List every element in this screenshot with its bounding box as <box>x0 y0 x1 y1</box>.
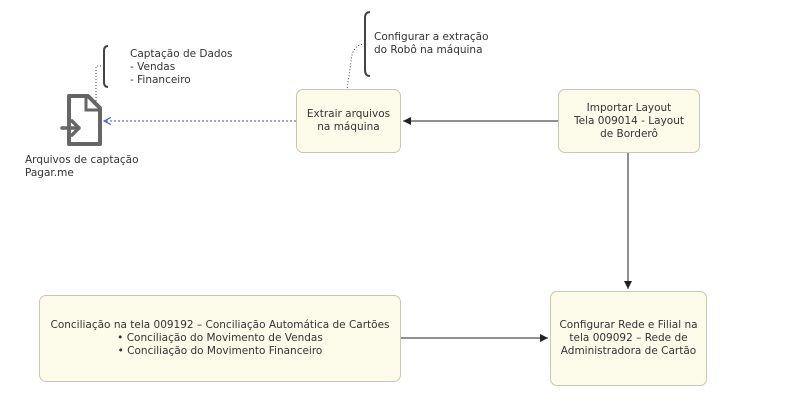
node-import-layout-line-1: Importar Layout <box>586 101 672 114</box>
file-icon-caption: Arquivos de captação Pagar.me <box>25 154 139 180</box>
node-import-layout[interactable]: Importar Layout Tela 009014 - Layout de … <box>558 89 700 153</box>
node-configure-network-line-3: Administradora de Cartão <box>560 345 697 357</box>
node-reconciliation-line-3: • Conciliação do Movimento Financeiro <box>117 345 323 357</box>
node-extract-files-line-2: na máquina <box>317 121 380 133</box>
node-configure-network-line-2: tela 009092 – Rede de <box>569 332 688 344</box>
note-robot-config-line-1: Configurar a extração <box>374 31 489 43</box>
node-reconciliation-line-2: • Conciliação do Movimento de Vendas <box>117 332 323 344</box>
node-extract-files[interactable]: Extrair arquivos na máquina <box>296 89 401 153</box>
capture-note-bracket <box>103 45 109 88</box>
file-icon-caption-line-1: Arquivos de captação <box>25 154 139 166</box>
note-robot-config: Configurar a extração do Robô na máquina <box>374 31 489 57</box>
node-reconciliation-line-1: Conciliação na tela 009192 – Conciliação… <box>50 319 390 331</box>
capture-note-link <box>95 65 104 108</box>
node-reconciliation[interactable]: Conciliação na tela 009192 – Conciliação… <box>39 295 401 382</box>
note-robot-config-line-2: do Robô na máquina <box>374 44 483 56</box>
node-configure-network[interactable]: Configurar Rede e Filial na tela 009092 … <box>550 291 707 386</box>
note-data-capture: Captação de Dados - Vendas - Financeiro <box>130 48 233 87</box>
note-data-capture-line-2: - Vendas <box>130 61 176 73</box>
node-import-layout-line-3: de Borderô <box>600 127 658 140</box>
file-icon-caption-line-2: Pagar.me <box>25 167 74 179</box>
file-import-icon <box>60 94 102 146</box>
node-configure-network-line-1: Configurar Rede e Filial na <box>559 319 698 331</box>
node-extract-files-line-1: Extrair arquivos <box>306 108 391 120</box>
robot-note-link <box>346 43 366 91</box>
note-data-capture-line-3: - Financeiro <box>130 74 191 86</box>
note-data-capture-line-1: Captação de Dados <box>130 48 233 60</box>
robot-note-bracket <box>364 11 371 77</box>
node-import-layout-line-2: Tela 009014 - Layout <box>573 114 685 127</box>
